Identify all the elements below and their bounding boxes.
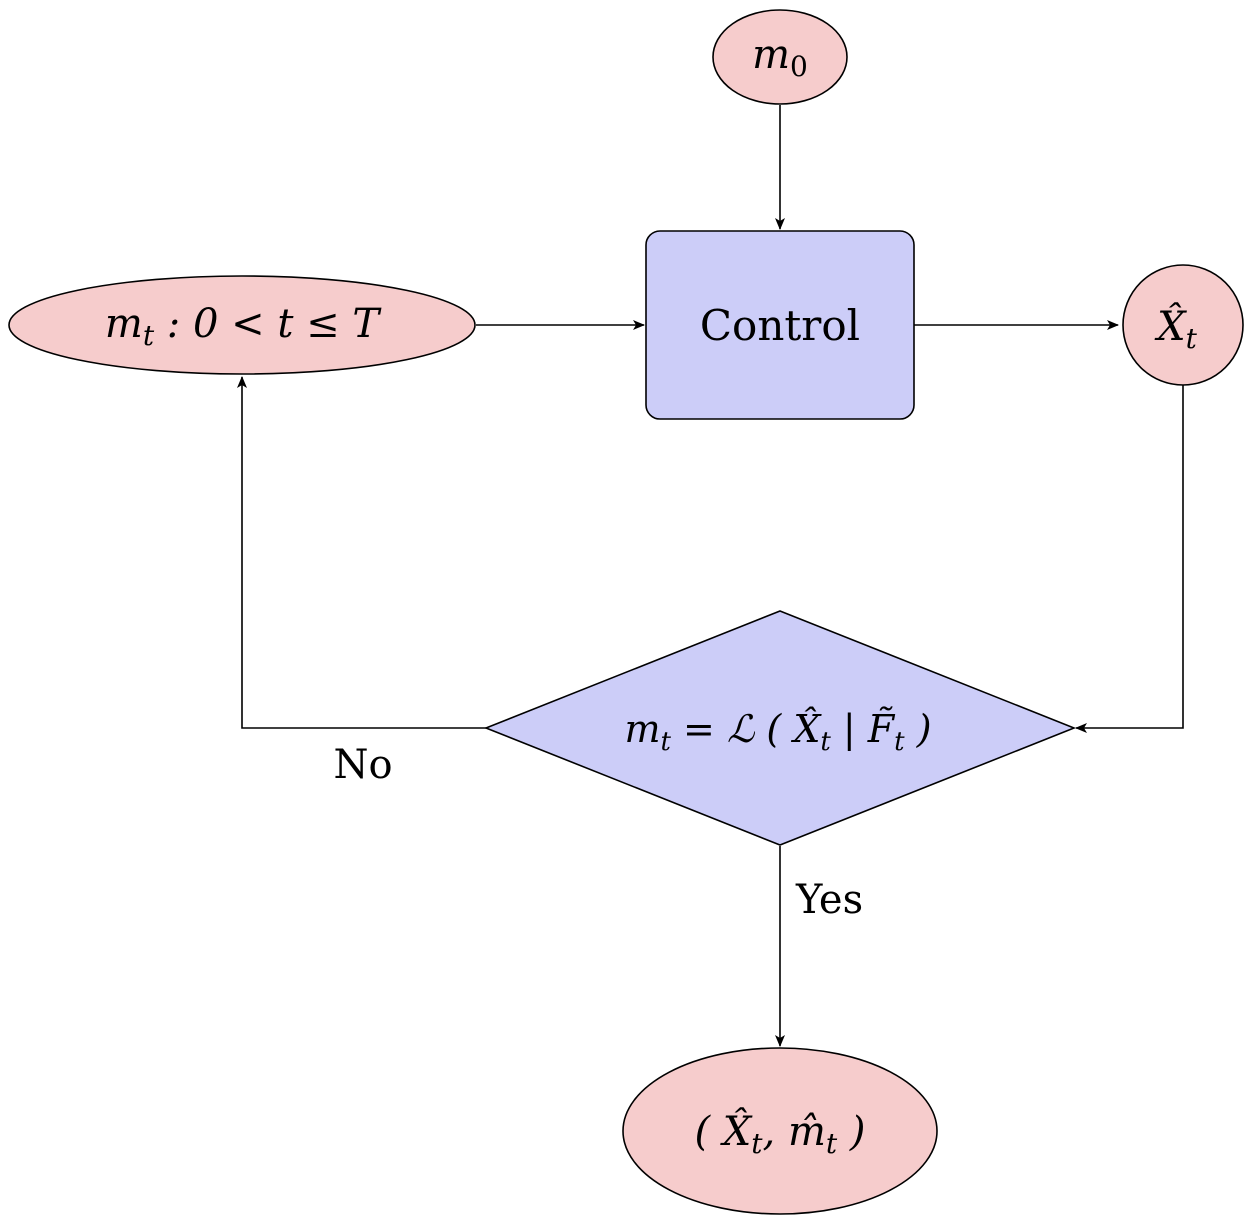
decision-lhs: m bbox=[624, 707, 660, 751]
output-sep: , m̂ bbox=[763, 1109, 826, 1155]
node-xhat: X̂t bbox=[1122, 264, 1244, 386]
mt-range-base: m bbox=[105, 301, 143, 347]
node-control: Control bbox=[645, 230, 915, 420]
decision-lhs-sub: t bbox=[661, 727, 672, 757]
node-mt-range: mt : 0 < t ≤ T bbox=[8, 275, 476, 375]
edge-decision-no-to-mt bbox=[237, 376, 486, 729]
mt-range-rest: : 0 < t ≤ T bbox=[154, 301, 382, 347]
decision-sub2: t bbox=[820, 727, 831, 757]
m0-sub: 0 bbox=[790, 50, 808, 83]
svg-text:m0: m0 bbox=[752, 32, 808, 83]
control-label: Control bbox=[700, 301, 860, 350]
edge-xhat-to-decision bbox=[1075, 385, 1184, 733]
output-open: ( X̂ bbox=[694, 1109, 752, 1155]
yes-label: Yes bbox=[795, 877, 863, 923]
xhat-base: X̂ bbox=[1154, 304, 1187, 350]
svg-text:mt = ℒ ( X̂t | F̃t ): mt = ℒ ( X̂t | F̃t ) bbox=[624, 707, 931, 757]
decision-sub3: t bbox=[894, 727, 905, 757]
node-m0: m0 bbox=[712, 9, 848, 105]
node-output: ( X̂t, m̂t ) bbox=[622, 1047, 938, 1215]
no-label: No bbox=[333, 742, 392, 788]
svg-text:( X̂t, m̂t ): ( X̂t, m̂t ) bbox=[694, 1109, 865, 1160]
output-close: ) bbox=[837, 1109, 865, 1155]
output-sub2: t bbox=[826, 1127, 838, 1160]
decision-close: ) bbox=[905, 707, 932, 751]
decision-mid: | F̃ bbox=[831, 707, 896, 751]
svg-text:X̂t: X̂t bbox=[1154, 304, 1197, 355]
decision-text: = ℒ ( X̂ bbox=[671, 707, 822, 751]
mt-range-sub: t bbox=[143, 319, 155, 352]
output-sub1: t bbox=[751, 1127, 763, 1160]
svg-text:mt : 0 < t ≤ T: mt : 0 < t ≤ T bbox=[105, 301, 383, 352]
m0-base: m bbox=[752, 32, 790, 78]
xhat-sub: t bbox=[1186, 322, 1198, 355]
node-decision: mt = ℒ ( X̂t | F̃t ) bbox=[483, 610, 1077, 846]
